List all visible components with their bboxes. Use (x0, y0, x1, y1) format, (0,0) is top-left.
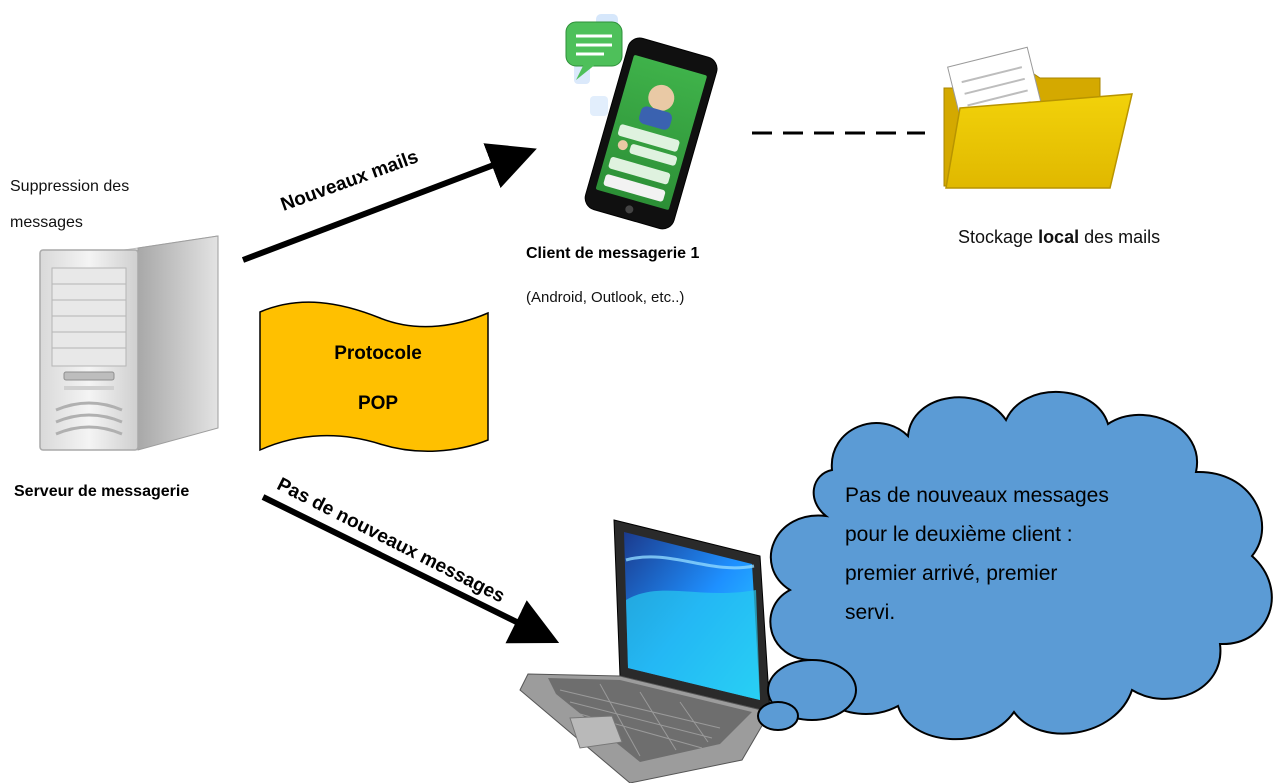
server-note-line1: Suppression des (10, 178, 130, 195)
arrow-no-new-messages (261, 494, 560, 644)
storage-text-after: des mails (1079, 227, 1161, 247)
thought-line2: pour le deuxième client : (845, 523, 1073, 546)
thought-line4: servi. (845, 601, 896, 624)
storage-text-bold: local (1038, 227, 1080, 247)
thought-text: Pas de nouveaux messages pour le deuxièm… (845, 476, 1175, 632)
client1-label: Client de messagerie 1 (526, 245, 700, 262)
protocol-line1: Protocole (334, 343, 422, 364)
smartphone-chat-icon (565, 14, 718, 230)
thought-line3: premier arrivé, premier (845, 562, 1058, 585)
laptop-icon (519, 519, 771, 783)
protocol-banner-shape (259, 301, 489, 452)
thought-cloud (757, 390, 1273, 741)
server-tower-icon (39, 235, 219, 451)
arrow-new-mails (241, 143, 537, 263)
storage-text-before: Stockage (958, 227, 1039, 247)
storage-label: Stockage local des mails (958, 227, 1160, 248)
folder-icon (943, 46, 1133, 189)
protocol-line2: POP (357, 393, 399, 414)
server-label: Serveur de messagerie (14, 483, 190, 500)
server-note-line2: messages (10, 214, 83, 231)
thought-line1: Pas de nouveaux messages (845, 484, 1109, 507)
client1-sublabel: (Android, Outlook, etc..) (526, 289, 685, 306)
